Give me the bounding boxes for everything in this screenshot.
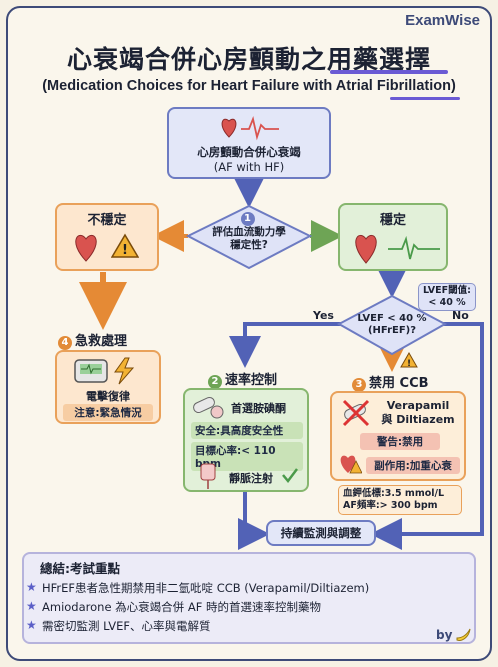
lvef-threshold-note: LVEF閾值: < 40 %	[418, 283, 476, 311]
threshold-af-rate: AF頻率:> 300 bpm	[343, 500, 438, 511]
emergency-note: 注意:緊急情況	[63, 404, 153, 421]
banana-icon	[456, 628, 471, 641]
page-title: 心衰竭合併心房顫動之用藥選擇	[66, 45, 431, 74]
decision-2-text: LVEF < 40 % (HFrEF)?	[347, 313, 437, 337]
emergency-node: 電擊復律 注意:緊急情況	[55, 350, 161, 424]
lvef-note-line1: LVEF閾值:	[423, 285, 471, 296]
summary-item-1: HFrEF患者急性期禁用非二氫吡啶 CCB (Verapamil/Diltiaz…	[42, 581, 370, 595]
monitor-label: 持續監測與調整	[280, 526, 362, 540]
decision-2-line1: LVEF < 40 %	[357, 313, 427, 324]
yes-label: Yes	[313, 309, 334, 322]
star-icon: ★	[26, 580, 37, 594]
thresholds-note: 血鉀低標:3.5 mmol/L AF頻率:> 300 bpm	[338, 485, 462, 515]
ccb-drug-line1: Verapamil	[386, 399, 450, 412]
threshold-potassium: 血鉀低標:3.5 mmol/L	[343, 488, 445, 499]
rate-control-route: 靜脈注射	[229, 472, 273, 485]
step-1-badge: 1	[240, 212, 255, 226]
summary-item-2: Amiodarone 為心衰竭合併 AF 時的首選速率控制藥物	[42, 600, 321, 614]
step-4-badge: 4	[58, 336, 72, 350]
lvef-note-line2: < 40 %	[428, 297, 466, 308]
svg-text:!: !	[122, 243, 128, 258]
warning-icon: !	[400, 352, 418, 368]
summary-panel	[22, 552, 476, 644]
unstable-label: 不穩定	[87, 213, 127, 228]
banned-pills-icon	[342, 399, 370, 427]
star-icon: ★	[26, 599, 37, 613]
heart-ecg-icon	[355, 234, 440, 264]
iv-bag-icon	[200, 463, 216, 489]
warning-icon: !	[111, 233, 139, 258]
decision-1-text: 1 評估血流動力學 穩定性?	[198, 212, 300, 252]
summary-title: 總結:考試重點	[40, 561, 120, 576]
arrow-yes	[229, 322, 345, 368]
defibrillator-icon	[74, 357, 135, 385]
decision-diamond-2	[336, 294, 448, 356]
decision-diamond-1	[185, 204, 313, 270]
arrow-rate-to-monitor	[238, 492, 270, 550]
ccb-drug-line2: 與 Diltiazem	[381, 413, 455, 426]
subtitle-underline	[390, 97, 460, 100]
summary-item-3: 需密切監測 LVEF、心率與電解質	[42, 619, 211, 633]
pills-icon	[193, 396, 224, 419]
start-node-subtitle: (AF with HF)	[213, 160, 285, 174]
byline: by	[436, 628, 453, 642]
ccb-warning: 警告:禁用	[360, 433, 440, 450]
decision-1-line1: 評估血流動力學	[212, 226, 286, 238]
unstable-node: 不穩定 !	[55, 203, 159, 271]
rate-control-drug: 首選胺碘酮	[231, 402, 286, 415]
page-subtitle: (Medication Choices for Heart Failure wi…	[42, 78, 456, 94]
title-underline	[330, 70, 448, 74]
arrow-no	[370, 322, 484, 550]
decision-2-line2: (HFrEF)?	[367, 325, 417, 336]
monitor-node: 持續監測與調整	[266, 520, 376, 546]
step-3-badge: 3	[352, 378, 366, 392]
rate-control-safety: 安全:具高度安全性	[191, 422, 303, 439]
stable-label: 穩定	[379, 213, 406, 228]
ccb-node: Verapamil 與 Diltiazem 警告:禁用 副作用:加重心衰	[330, 391, 466, 481]
ccb-side-effect: 副作用:加重心衰	[366, 457, 460, 474]
rate-control-title: 速率控制	[225, 373, 278, 388]
star-icon: ★	[26, 618, 37, 632]
svg-text:!: !	[407, 359, 411, 368]
step-2-badge: 2	[208, 375, 222, 389]
emergency-action: 電擊復律	[86, 390, 130, 403]
decision-1-line2: 穩定性?	[230, 239, 268, 251]
checkmark-icon	[282, 468, 298, 484]
no-label: No	[452, 309, 469, 322]
heart-icon	[75, 234, 97, 262]
rate-control-node: 首選胺碘酮 安全:具高度安全性 目標心率:< 110 bpm 靜脈注射	[183, 388, 309, 492]
heart-ecg-icon	[221, 115, 279, 141]
brand-logo: ExamWise	[405, 12, 480, 29]
stable-node: 穩定	[338, 203, 448, 271]
start-node-title: 心房顫動合併心衰竭	[197, 145, 301, 159]
heart-warning-icon	[340, 455, 362, 474]
emergency-title: 急救處理	[75, 334, 128, 349]
ccb-title: 禁用 CCB	[369, 376, 429, 391]
start-node: 心房顫動合併心衰竭 (AF with HF)	[167, 107, 331, 179]
